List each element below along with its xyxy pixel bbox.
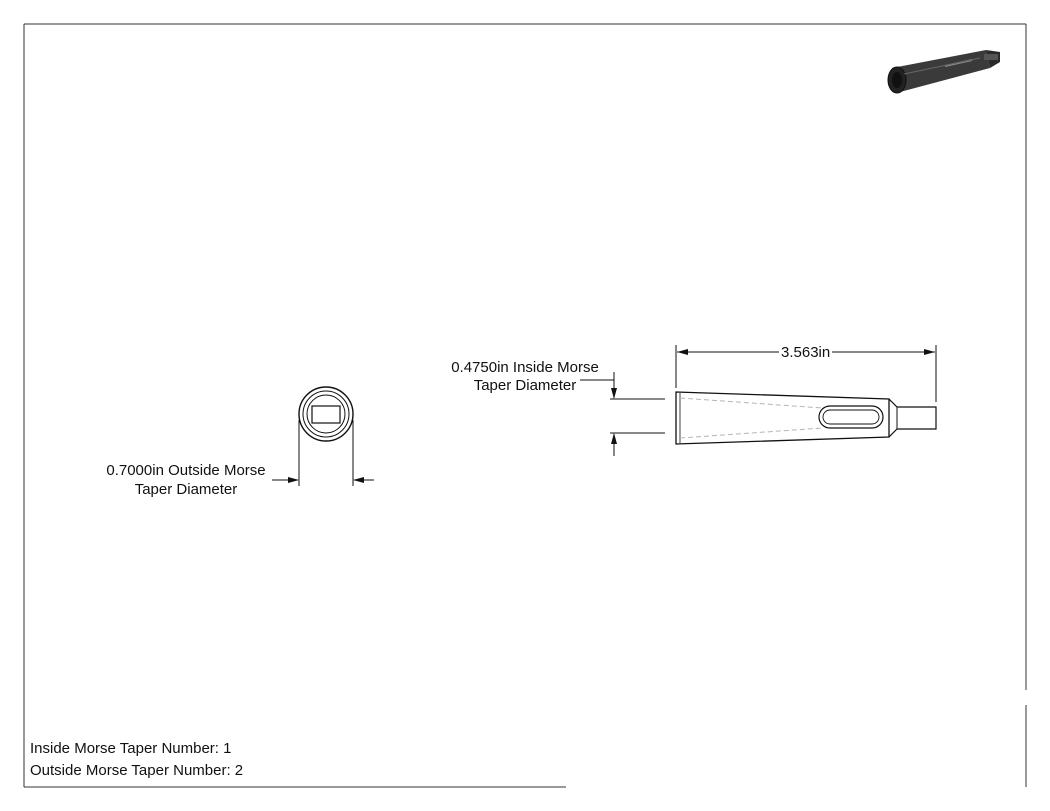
outside-diameter-label: 0.7000in Outside Morse [106, 462, 266, 479]
side-view [675, 391, 937, 445]
outside-taper-note: Outside Morse Taper Number: 2 [30, 762, 244, 779]
hidden-bore-lines [679, 397, 823, 439]
outside-diameter-dimension [272, 420, 374, 486]
inside-diameter-label-line2: Taper Diameter [473, 377, 577, 394]
end-view [298, 386, 354, 442]
sheet-border [23, 23, 1027, 788]
inside-taper-note: Inside Morse Taper Number: 1 [30, 740, 232, 757]
inside-diameter-label: 0.4750in Inside Morse [451, 359, 599, 376]
overall-length-label: 3.563in [779, 344, 833, 362]
isometric-sleeve-view [887, 50, 1000, 94]
outside-diameter-label-line2: Taper Diameter [134, 481, 238, 498]
inside-diameter-dimension [580, 372, 665, 456]
